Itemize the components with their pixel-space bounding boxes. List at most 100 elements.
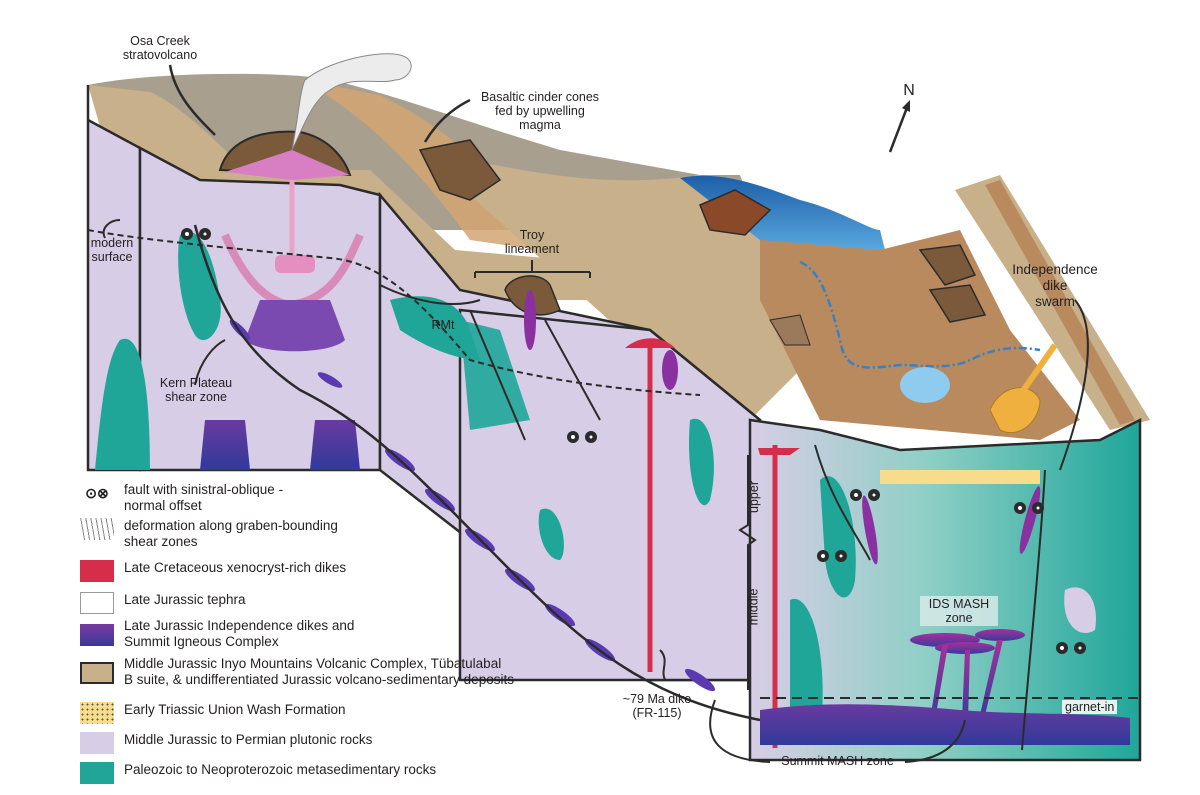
label-line: Basaltic cinder cones [480, 90, 600, 104]
label-line: shear zone [165, 390, 227, 404]
rmt-thrust [379, 284, 481, 306]
plume [291, 53, 412, 151]
shear-hatch-icon [80, 518, 114, 540]
legend-label: Middle Jurassic to Permian plutonic rock… [124, 732, 373, 747]
swatch-independence [80, 624, 114, 646]
legend-line: B suite, & undifferentiated Jurassic vol… [124, 672, 514, 687]
legend-line: deformation along graben-bounding [124, 518, 338, 533]
leader-cinder [423, 98, 471, 143]
swatch-cretaceous [80, 560, 114, 582]
label-troy-lineament: Troy lineament [492, 228, 572, 256]
legend-item-deformation: deformation along graben-bounding shear … [80, 518, 338, 550]
fan-deposit [989, 387, 1041, 434]
fault-line [469, 309, 526, 441]
label-line: Independence [1012, 262, 1098, 277]
north-arrow-icon [888, 104, 910, 153]
label-line: IDS MASH [928, 597, 990, 611]
legend-item-union-wash: Early Triassic Union Wash Formation [80, 702, 346, 724]
legend-line: Middle Jurassic Inyo Mountains Volcanic … [124, 656, 502, 671]
label-line: dike [1042, 278, 1068, 293]
label-modern-surface: modern surface [84, 236, 140, 264]
label-line: magma [519, 118, 561, 132]
summit-pluton [310, 420, 360, 470]
legend-item-inyo: Middle Jurassic Inyo Mountains Volcanic … [80, 656, 514, 688]
label-line: (FR-115) [632, 706, 682, 720]
legend-line: fault with sinistral-oblique - [124, 482, 284, 497]
label-cinder-cones: Basaltic cinder cones fed by upwelling m… [470, 90, 610, 132]
label-line: swarm [1035, 294, 1075, 309]
label-line: modern [90, 236, 134, 250]
label-line: fed by upwelling [495, 104, 585, 118]
swatch-plutonic [80, 732, 114, 754]
label-line: ~79 Ma dike [622, 692, 692, 706]
legend-label: Early Triassic Union Wash Formation [124, 702, 346, 717]
leader-summit-mash [709, 699, 966, 763]
label-79ma-dike: ~79 Ma dike (FR-115) [612, 692, 702, 720]
legend-label: Late Jurassic tephra [124, 592, 246, 607]
label-summit-mash-zone: Summit MASH zone [781, 754, 894, 768]
metased-body [95, 338, 150, 470]
legend-item-independence: Late Jurassic Independence dikes and Sum… [80, 618, 354, 650]
legend-label: Middle Jurassic Inyo Mountains Volcanic … [124, 656, 514, 688]
cinder-cone-east [928, 284, 987, 323]
metased-body [460, 320, 530, 430]
legend-item-tephra: Late Jurassic tephra [80, 592, 246, 614]
label-middle: middle [746, 588, 761, 626]
legend-label: Late Cretaceous xenocryst-rich dikes [124, 560, 347, 575]
label-independence-dike-swarm: Independence dike swarm [1005, 262, 1105, 310]
cretaceous-dike-head [625, 338, 675, 348]
legend-item-metased: Paleozoic to Neoproterozoic metasediment… [80, 762, 436, 784]
legend-line: shear zones [124, 534, 198, 549]
label-line: surface [91, 250, 133, 264]
modern-surface-line [87, 229, 701, 396]
leader-modern [102, 219, 121, 239]
label-upper: upper [746, 481, 761, 513]
ids-mash-sills [910, 629, 1025, 720]
label-osa-creek: Osa Creek stratovolcano [100, 34, 220, 62]
label-line: lineament [504, 242, 560, 256]
metased-body [790, 598, 823, 740]
cretaceous-dike-head [758, 448, 800, 455]
legend-label: Late Jurassic Independence dikes and Sum… [124, 618, 354, 650]
summit-mash-zone [760, 704, 1130, 745]
fault-line [544, 319, 601, 421]
label-kern-plateau: Kern Plateau shear zone [146, 376, 246, 404]
chamber-pink [275, 255, 315, 273]
label-line: Kern Plateau [159, 376, 233, 390]
north-arrow-label: N [903, 82, 915, 99]
label-ids-mash-zone: IDS MASH zone [920, 596, 998, 626]
fault-symbol-icon: ⊙⊗ [85, 484, 109, 501]
legend-line: normal offset [124, 498, 202, 513]
leader-independence [1059, 299, 1089, 471]
summit-pluton [200, 420, 250, 470]
metased-body [689, 418, 714, 506]
metased-body [538, 508, 564, 560]
depth-scale [738, 455, 757, 690]
legend-label: deformation along graben-bounding shear … [124, 518, 338, 550]
legend-label: fault with sinistral-oblique - normal of… [124, 482, 283, 514]
surface-east-stripe [985, 180, 1135, 425]
fault-symbol-icon [181, 228, 1086, 654]
legend-line: Summit Igneous Complex [124, 634, 279, 649]
fault-line [1021, 469, 1046, 751]
fault-line [814, 444, 871, 561]
cinder-cone [769, 314, 811, 346]
leader-osa [168, 64, 216, 136]
label-line: Troy [519, 228, 545, 242]
cinder-cone-east [918, 244, 977, 286]
fault-line [193, 224, 761, 722]
surface-slope-band [300, 80, 540, 250]
swatch-metased [80, 762, 114, 784]
legend-item-plutonic: Middle Jurassic to Permian plutonic rock… [80, 732, 372, 754]
swatch-tephra [80, 592, 114, 614]
leader-kern [194, 339, 226, 386]
label-line: stratovolcano [122, 48, 198, 62]
plutonic-inset [1064, 587, 1096, 634]
legend-line: Late Jurassic Independence dikes and [124, 618, 355, 633]
stratovolcano-layers [225, 150, 350, 180]
union-wash-band [880, 470, 1040, 484]
leader-troy [474, 260, 591, 278]
east-volcano [699, 189, 772, 236]
swatch-inyo [80, 662, 114, 684]
